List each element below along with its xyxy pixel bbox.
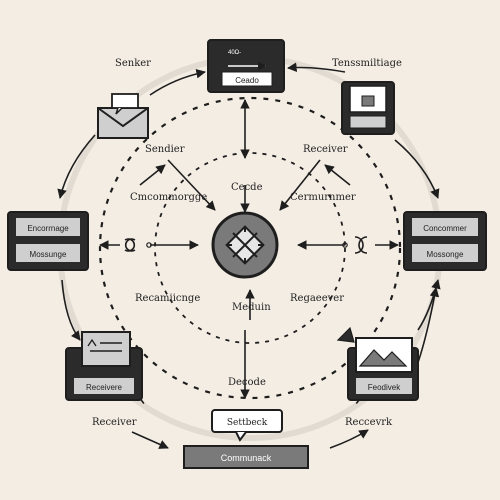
label-bottom-right: Reccevrk [345,417,393,428]
arrow-outer-bl [61,279,81,341]
network-icon [225,225,265,265]
left-box-label-1: Encorrnage [27,224,69,233]
label-top-left: Senker [115,58,151,69]
arrow-outer-l [57,134,96,199]
left-box: Encorrnage Mossunge [7,211,89,271]
center-hub [211,211,279,279]
label-inner-top: Cecde [231,182,263,193]
top-box-small-label: 40Ω‑ [228,50,241,56]
arrow-outer-r [394,139,440,199]
image-box-bottom-right: Feodivek [336,326,419,401]
label-inner-bottom: Meduin [232,302,271,313]
label-inner-br: Regaeever [290,293,344,304]
arrow-outer-tr [287,62,346,73]
bottom-bar: Communack [183,445,309,469]
arrow-outer-br [417,279,441,331]
left-box-label-2: Mossunge [30,250,67,259]
label-inner-tl: Sendier [145,144,185,155]
card-icon-top-right [341,81,395,135]
arrow-diag-tl2 [139,164,166,186]
dashed-ring-inner [154,152,346,344]
arrow-diag-tl [167,159,216,211]
bottom-bubble-label: Settbeck [227,418,268,428]
bottom-bubble: Settbeck [211,409,283,442]
arrow-diag-tr2 [324,164,351,186]
bottom-bar-label: Communack [221,453,272,463]
label-inner-tr: Receiver [303,144,348,155]
right-box-label-2: Mossonge [427,250,464,259]
envelope-icon-top-left [97,93,149,139]
label-inner-r: Cermurnmer [290,192,356,203]
arrow-diag-tr [279,159,321,211]
arrow-bottom-left [131,431,169,449]
right-box: Concommer Mossonge [403,211,487,271]
label-bottom-left: Receiver [92,417,137,428]
label-inner-bl: Recamiicnge [135,293,200,304]
arrow-outer-tl [149,68,206,96]
document-box-bottom-left: Receivere [65,331,143,401]
br-box-label: Feodivek [368,383,401,392]
bl-box-label: Receivere [86,383,123,392]
label-bottom-decode: Decode [228,377,266,388]
label-top-right: Tenssmiltiage [332,58,402,69]
top-box: 40Ω‑ Ceado [207,39,285,93]
arrow-bottom-right [329,429,369,449]
top-box-label: Ceado [235,76,259,85]
link-icon-left [124,238,152,252]
right-box-label-1: Concommer [423,224,467,233]
link-icon-right [342,236,368,254]
label-inner-l: Cmcommorgge [130,192,207,203]
